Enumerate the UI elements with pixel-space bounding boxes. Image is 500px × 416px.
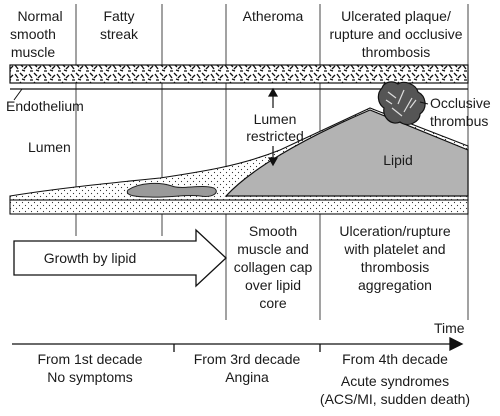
rupture-line2: with platelet and <box>343 241 445 257</box>
period-1-outcome: No symptoms <box>47 369 133 385</box>
period-3-outcome-line1: Acute syndromes <box>341 373 449 389</box>
stage-ulcerated-line3: thrombosis <box>362 44 430 60</box>
lumen-restricted-line2: restricted <box>246 128 304 144</box>
thrombus-label-line1: Occlusive <box>430 95 491 111</box>
rupture-line3: thrombosis <box>361 259 429 275</box>
cap-line1: Smooth <box>249 223 297 239</box>
lumen-restricted-arrow <box>267 87 279 167</box>
thrombus-label-line2: thrombus <box>430 113 488 129</box>
lumen-restricted-line1: Lumen <box>254 111 297 127</box>
upper-arterial-wall <box>9 64 469 84</box>
thrombus-pointer <box>419 101 429 105</box>
endothelium-label: Endothelium <box>6 98 84 114</box>
rupture-line4: aggregation <box>358 277 432 293</box>
time-label: Time <box>434 320 465 336</box>
period-2-when: From 3rd decade <box>194 351 301 367</box>
stage-ulcerated-line1: Ulcerated plaque/ <box>341 8 451 24</box>
stage-normal-line2: smooth <box>10 26 56 42</box>
period-1-when: From 1st decade <box>37 351 142 367</box>
stage-atheroma: Atheroma <box>243 8 304 24</box>
timeline-axis <box>12 336 464 352</box>
cap-line5: core <box>259 295 286 311</box>
lipid-label: Lipid <box>383 152 413 168</box>
period-3-outcome-line2: (ACS/MI, sudden death) <box>320 391 470 407</box>
cap-line3: collagen cap <box>234 259 313 275</box>
lipid-core <box>224 109 469 197</box>
rupture-line1: Ulceration/rupture <box>339 223 450 239</box>
growth-arrow-label: Growth by lipid <box>44 250 137 266</box>
stage-normal-line1: Normal <box>17 8 62 24</box>
endothelium-pointer <box>13 88 23 101</box>
stage-normal-line3: muscle <box>11 44 56 60</box>
lower-arterial-wall <box>9 199 469 215</box>
cap-line4: over lipid <box>245 277 301 293</box>
stage-ulcerated-line2: rupture and occlusive <box>329 26 462 42</box>
stage-fatty-line2: streak <box>100 26 139 42</box>
occlusive-thrombus <box>377 81 426 126</box>
lumen-label: Lumen <box>28 139 71 155</box>
fatty-streak-deposit <box>126 182 217 198</box>
stage-fatty-line1: Fatty <box>103 8 134 24</box>
growth-arrow <box>13 228 227 288</box>
period-2-outcome: Angina <box>225 369 269 385</box>
cap-line2: muscle and <box>237 241 309 257</box>
period-3-when: From 4th decade <box>342 351 448 367</box>
